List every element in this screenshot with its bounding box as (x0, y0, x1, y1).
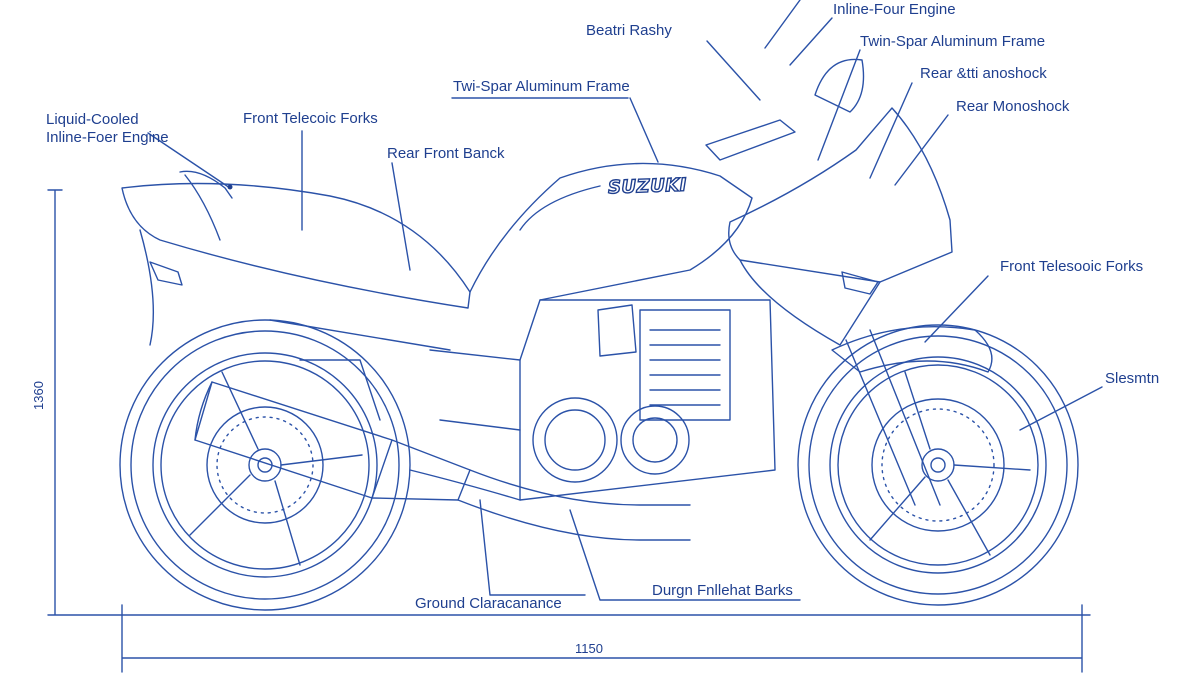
callout-inline-four-engine: Inline-Four Engine (833, 1, 956, 18)
callout-slesmtn: Slesmtn (1105, 370, 1160, 387)
bodywork (121, 162, 753, 346)
dimension-height-label: 1360 (31, 381, 46, 410)
dimension-lines (47, 189, 1091, 673)
callout-front-telescopic-forks-top: Front Telecoic Forks (243, 110, 378, 127)
callout-leader-lines (147, 0, 1103, 601)
callout-rear-monoshock-b: Rear Monoshock (956, 98, 1070, 115)
callout-front-telescopic-forks-right: Front Telesooic Forks (1000, 258, 1144, 275)
callout-liquid-cooled-line1: Liquid-Cooled (46, 111, 139, 128)
callout-liquid-cooled-line2: Inline-Foer Engine (46, 129, 169, 146)
callout-liquid-cooled: Liquid-Cooled Inline-Foer Engine (46, 111, 169, 147)
callout-rear-monoshock-a: Rear &tti anoshock (920, 65, 1047, 82)
callout-dot (227, 184, 233, 190)
front-fairing (705, 58, 993, 506)
exhaust-muffler (194, 381, 691, 541)
callout-twin-spar-frame-left: Twi-Spar Aluminum Frame (453, 78, 630, 95)
front-wheel (797, 324, 1079, 606)
callout-dingn-brakes: Durgn Fnllehat Barks (652, 582, 793, 599)
callout-beatti-rashy: Beatri Rashy (586, 22, 672, 39)
dimension-length-label: 1150 (575, 641, 603, 656)
callout-rear-front-brake: Rear Front Banck (387, 145, 505, 162)
engine (269, 299, 776, 501)
rear-wheel (119, 319, 411, 611)
callout-twin-spar-frame-right: Twin-Spar Aluminum Frame (860, 33, 1046, 50)
callout-ground-clearance: Ground Claracanance (415, 595, 562, 612)
brand-logo: SUZUKI (607, 174, 688, 199)
